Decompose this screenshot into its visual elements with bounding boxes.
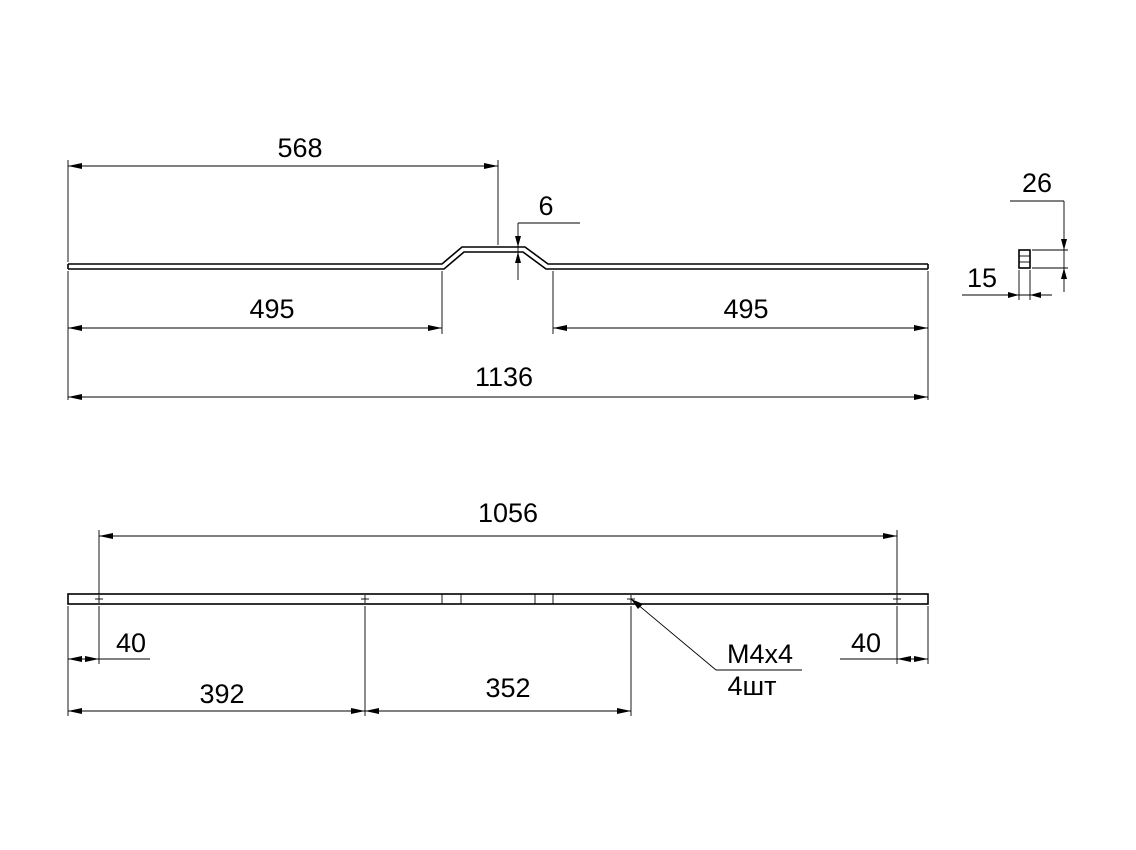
dim-40-left: 40: [68, 628, 150, 662]
dim-568: 568: [67, 133, 499, 262]
dim-6: 6: [515, 191, 580, 280]
hole-4: [893, 595, 901, 603]
dim-352: 352: [365, 673, 631, 714]
thread-callout-label: M4x4: [727, 639, 793, 669]
dim-495-right: 495: [552, 271, 929, 400]
hole-1: [95, 595, 103, 603]
side-view: 26 15: [962, 168, 1068, 300]
hole-2: [361, 595, 369, 603]
thread-callout-quantity: 4шт: [727, 671, 776, 701]
top-view: 568 6 495 495: [67, 133, 929, 400]
dim-15-label: 15: [967, 263, 997, 293]
dim-495-left: 495: [67, 271, 443, 400]
dim-1056: 1056: [98, 498, 898, 594]
flat-strip: [67, 593, 929, 605]
strip-profile: [68, 246, 928, 265]
dim-40-right-label: 40: [851, 628, 881, 658]
dim-15: 15: [962, 263, 1052, 300]
dim-568-label: 568: [277, 133, 322, 163]
dim-1136: 1136: [68, 362, 928, 400]
strip-profile-inner: [68, 251, 928, 270]
dim-26-label: 26: [1022, 168, 1052, 198]
section-profile: [1018, 249, 1031, 269]
dim-392-label: 392: [199, 679, 244, 709]
dim-40-right: 40: [840, 628, 928, 662]
dim-392: 392: [68, 679, 365, 714]
dim-40-left-label: 40: [116, 628, 146, 658]
dim-495-right-label: 495: [723, 294, 768, 324]
bottom-view: 1056 40 40 392: [67, 498, 929, 716]
dim-26: 26: [1010, 168, 1068, 292]
thread-callout: M4x4 4шт: [630, 598, 802, 701]
dim-352-label: 352: [485, 673, 530, 703]
dim-1136-label: 1136: [475, 362, 533, 392]
dim-6-label: 6: [538, 191, 553, 221]
dim-1056-label: 1056: [478, 498, 538, 528]
dim-495-left-label: 495: [249, 294, 294, 324]
